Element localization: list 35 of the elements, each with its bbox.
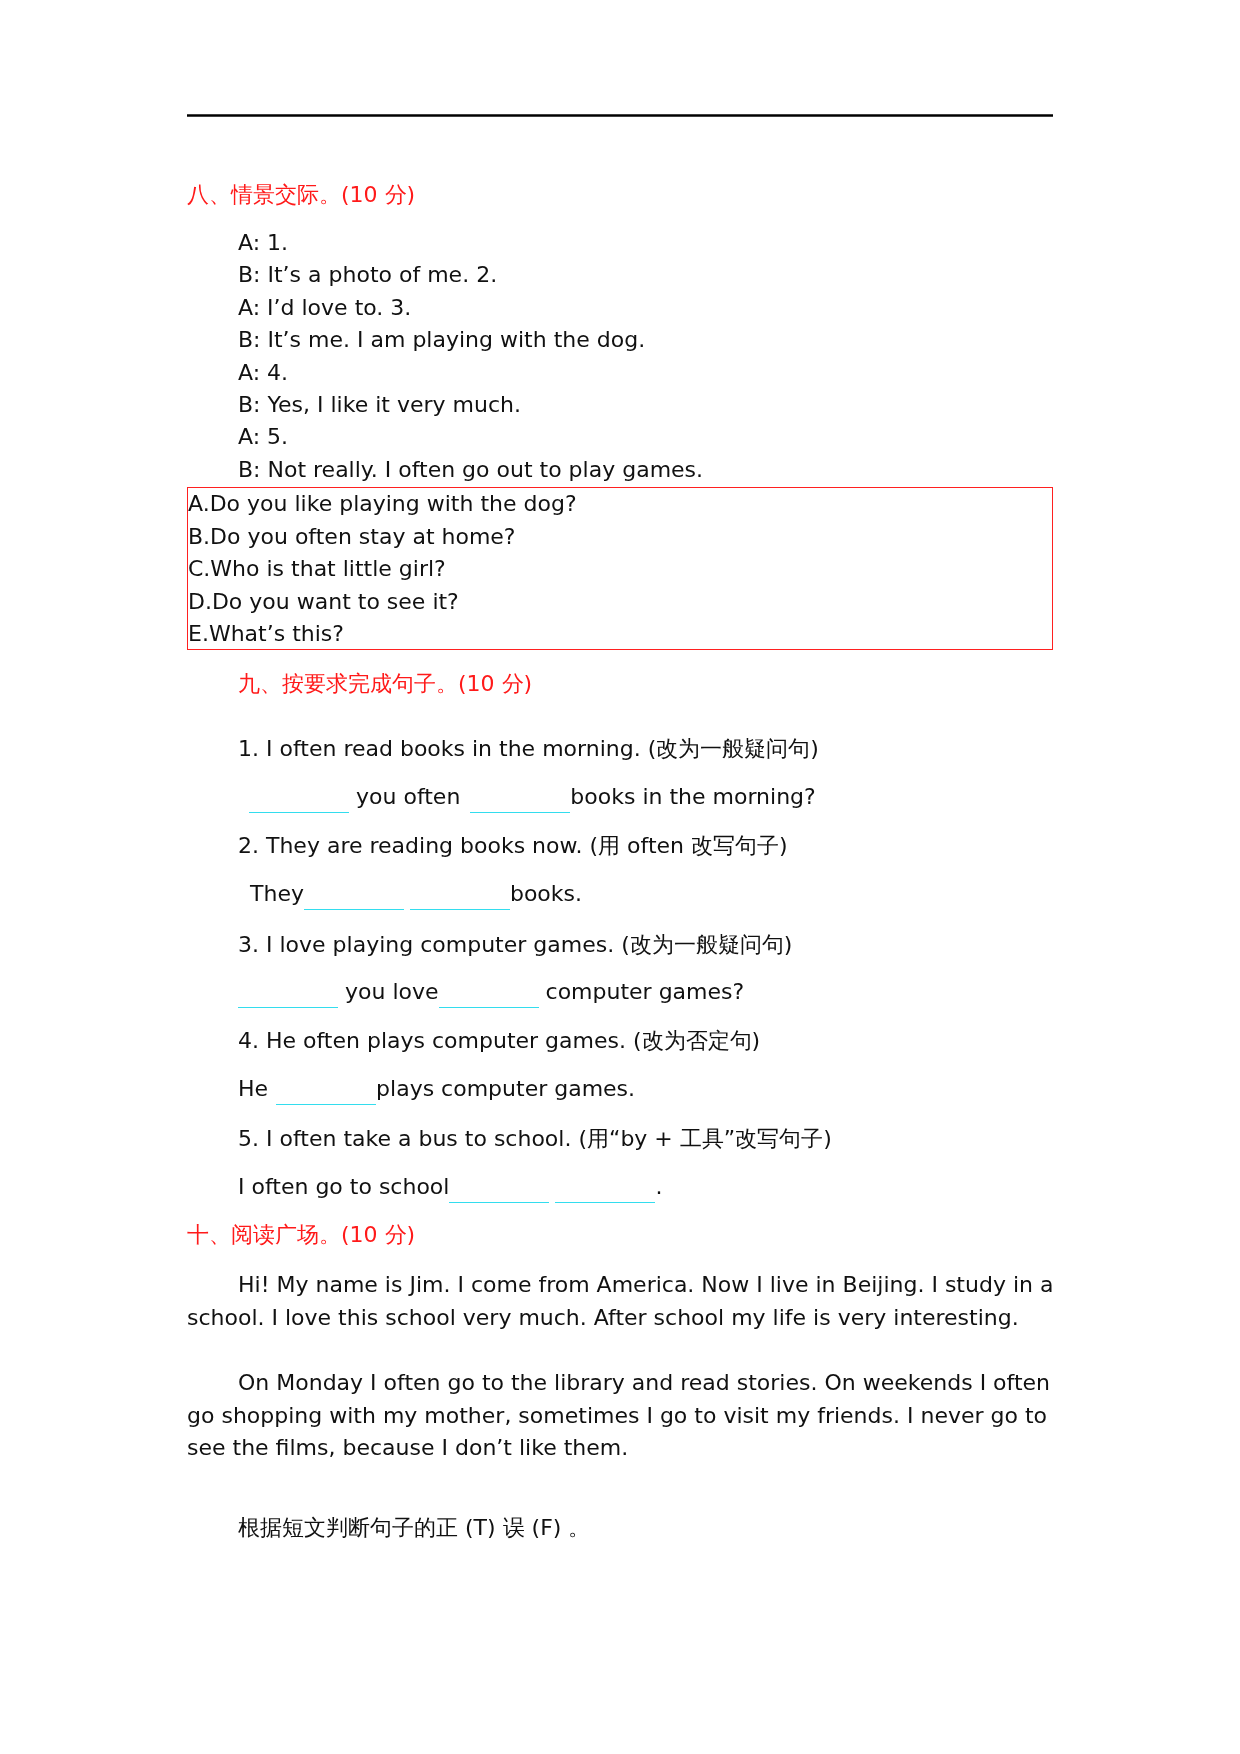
sentence-fragment: you love bbox=[345, 978, 439, 1006]
sentence: B: Not really. I often go out to play games. bbox=[238, 456, 704, 484]
option: D.Do you want to see it? bbox=[188, 585, 1052, 618]
sentence-fragment: computer games? bbox=[545, 978, 745, 1006]
sentence: A: 1. bbox=[238, 229, 289, 257]
sentence-fragment: plays computer games. bbox=[376, 1075, 636, 1103]
sentence: B: Yes, I like it very much. bbox=[238, 391, 521, 419]
sentence-fragment: He bbox=[238, 1075, 269, 1103]
sentence: 4. He often plays computer games. (改为否定句) bbox=[238, 1027, 761, 1055]
sentence: 1. I often read books in the morning. (改为一般疑问句) bbox=[238, 735, 819, 763]
paragraph: Hi! My name is Jim. I come from America. Now I live in Beijing. I study in a school. I love this school very much. After school my life is very interesting. bbox=[187, 1271, 1055, 1332]
sentence: A: I’d love to. 3. bbox=[238, 294, 412, 322]
sentence-fragment: They bbox=[250, 880, 304, 908]
section-heading: 九、按要求完成句子。(10 分) bbox=[238, 670, 533, 698]
options-box bbox=[187, 487, 1053, 650]
option: C.Who is that little girl? bbox=[188, 553, 1052, 586]
sentence: A: 4. bbox=[238, 359, 289, 387]
paragraph: On Monday I often go to the library and read stories. On weekends I often go shopping with my mother, sometimes I go to visit my friends. I never go to see the films, because I don’t like them. bbox=[187, 1369, 1052, 1463]
option: B.Do you often stay at home? bbox=[188, 520, 1052, 553]
sentence: B: It’s a photo of me. 2. bbox=[238, 261, 498, 289]
sentence: B: It’s me. I am playing with the dog. bbox=[238, 326, 646, 354]
sentence: 根据短文判断句子的正 (T) 误 (F) 。 bbox=[238, 1514, 591, 1542]
sentence: A: 5. bbox=[238, 423, 289, 451]
sentence: 2. They are reading books now. (用 often 改写句子) bbox=[238, 832, 788, 860]
sentence: 5. I often take a bus to school. (用“by + 工具”改写句子) bbox=[238, 1125, 832, 1153]
sentence-fragment: . bbox=[655, 1173, 663, 1201]
sentence-fragment: books in the morning? bbox=[570, 783, 816, 811]
section-heading: 八、情景交际。(10 分) bbox=[187, 181, 416, 209]
sentence-fragment: books. bbox=[509, 880, 583, 908]
option: A.Do you like playing with the dog? bbox=[188, 488, 1052, 521]
option: E.What’s this? bbox=[188, 618, 1052, 651]
sentence-fragment: you often bbox=[356, 783, 461, 811]
sentence-fragment: I often go to school bbox=[238, 1173, 450, 1201]
sentence: 3. I love playing computer games. (改为一般疑问句) bbox=[238, 931, 793, 959]
section-heading: 十、阅读广场。(10 分) bbox=[187, 1221, 416, 1249]
